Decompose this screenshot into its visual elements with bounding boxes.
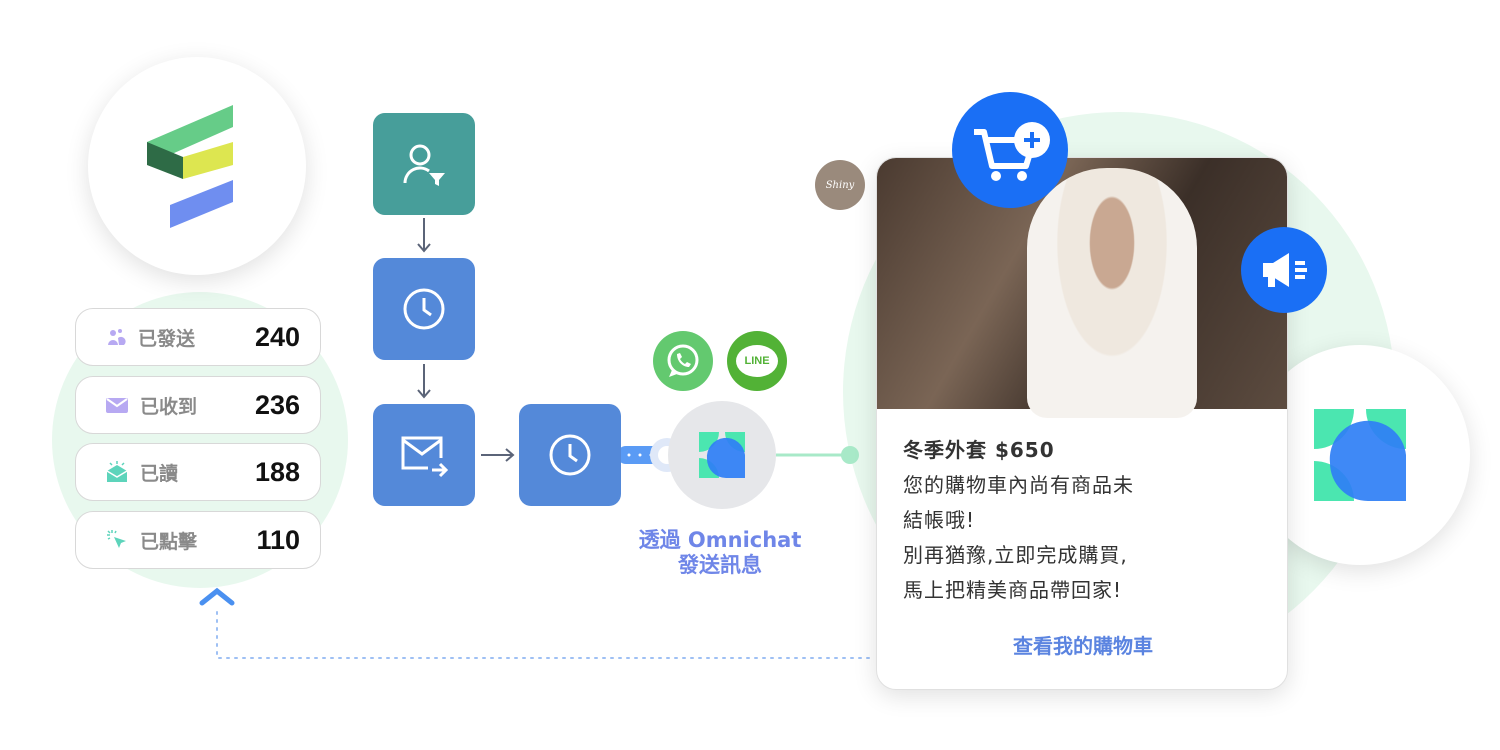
whatsapp-icon [653, 331, 713, 391]
caption-line-1: 透過 Omnichat [638, 528, 802, 552]
card-body-line: 馬上把精美商品帶回家! [903, 578, 1123, 602]
arrow-down-icon [417, 364, 431, 399]
stat-label: 已點擊 [140, 530, 198, 553]
stat-label: 已讀 [140, 462, 179, 485]
card-body-line: 結帳哦! [903, 508, 976, 532]
card-body-line: 別再猶豫,立即完成購買, [903, 543, 1128, 567]
cart-add-icon [974, 122, 1050, 181]
brand-logo-circle [88, 57, 306, 275]
stat-read: 已讀 188 [75, 443, 321, 501]
mail-send-icon [401, 436, 449, 478]
card-body-line: 您的購物車內尚有商品未 [903, 473, 1134, 497]
caption-line-2: 發送訊息 [678, 553, 762, 577]
stat-label: 已發送 [138, 327, 196, 350]
stat-value: 110 [256, 524, 300, 555]
step-audience-filter[interactable] [373, 113, 475, 215]
chevron-up-icon [199, 587, 235, 606]
product-image [877, 158, 1287, 418]
mail-check-icon [106, 398, 128, 413]
line-label: LINE [736, 345, 778, 377]
card-title: 冬季外套 $650 [903, 438, 1055, 462]
clock-icon [403, 288, 445, 330]
open-mail-icon [106, 461, 128, 482]
step-send-message[interactable] [373, 404, 475, 506]
arrow-right-icon [481, 448, 515, 462]
omnichat-logo-icon [1314, 409, 1406, 501]
channel-caption: 透過 Omnichat 發送訊息 [610, 528, 830, 578]
step-wait-2[interactable] [519, 404, 621, 506]
megaphone-icon [1263, 253, 1307, 287]
click-cursor-icon [107, 530, 126, 548]
omnichat-logo-icon [699, 432, 745, 478]
users-icon [108, 329, 126, 345]
cart-add-bubble [952, 92, 1068, 208]
view-cart-button[interactable]: 查看我的購物車 [1013, 634, 1153, 658]
message-card: 冬季外套 $650 您的購物車內尚有商品未 結帳哦! 別再猶豫,立即完成購買, … [876, 157, 1288, 690]
stat-value: 188 [254, 456, 300, 487]
stat-received: 已收到 236 [75, 376, 321, 434]
line-icon: LINE [727, 331, 787, 391]
user-filter-icon [403, 144, 445, 186]
step-wait[interactable] [373, 258, 475, 360]
brand-badge: Shiny [815, 160, 865, 210]
brand-badge-logo: Shiny [825, 179, 855, 191]
clock-icon [549, 434, 591, 476]
stat-clicked: 已點擊 110 [75, 511, 321, 569]
megaphone-bubble [1241, 227, 1327, 313]
stat-value: 236 [254, 389, 300, 420]
stat-sent: 已發送 240 [75, 308, 321, 366]
omnichat-node [668, 401, 776, 509]
stat-value: 240 [254, 321, 300, 352]
arrow-down-icon [417, 218, 431, 253]
brand-logo-icon [147, 105, 233, 228]
stat-label: 已收到 [140, 395, 198, 418]
